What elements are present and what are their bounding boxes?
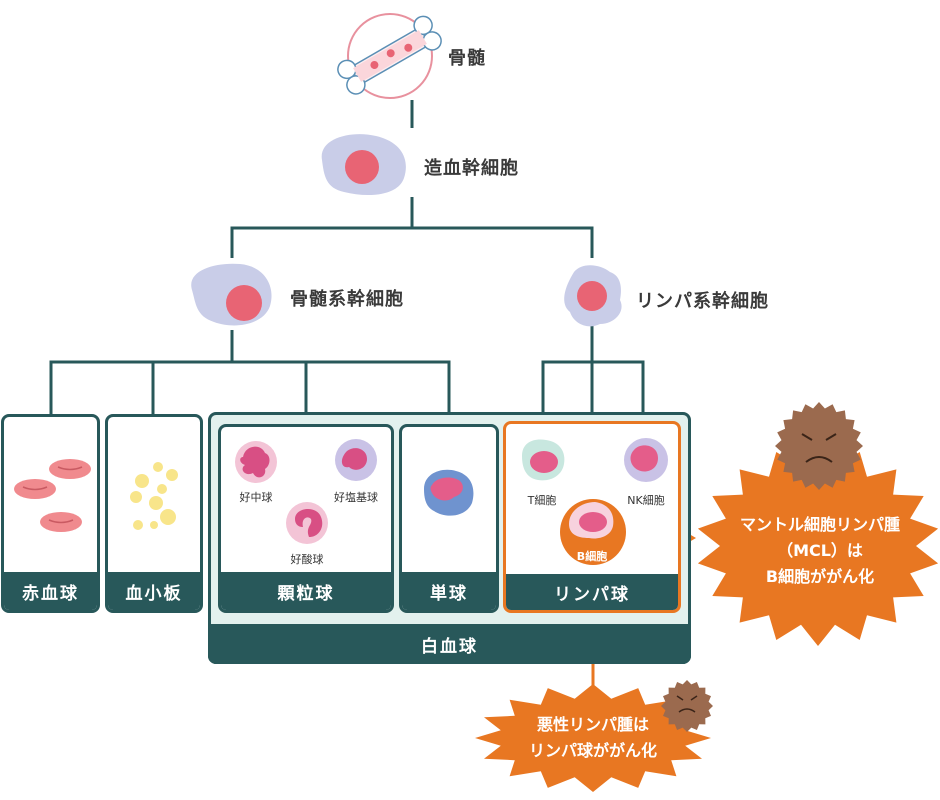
- lymphoid-stem-cell-label: リンパ系幹細胞: [636, 291, 769, 312]
- tree-connectors: [49, 100, 645, 500]
- nk-cell-icon: [624, 438, 668, 482]
- basophil-icon: [335, 439, 377, 481]
- lymphoma-callout-line1: 悪性リンパ腫は: [536, 715, 649, 734]
- lymphocyte-label: リンパ球: [506, 574, 678, 610]
- mcl-callout-line2: （MCL）は: [777, 541, 863, 560]
- red-blood-cell-label: 赤血球: [4, 572, 97, 610]
- white-blood-cell-label: 白血球: [208, 624, 691, 664]
- mcl-callout-text: マントル細胞リンパ腫 （MCL）は B細胞ががん化: [715, 512, 925, 590]
- lymphoid-stem-cell-icon: [564, 265, 622, 327]
- b-cell-icon: [560, 499, 626, 565]
- monocyte-icon: [424, 469, 474, 516]
- eosinophil-icon: [286, 502, 328, 544]
- basophil-label: 好塩基球: [334, 491, 378, 504]
- monocyte-box: 単球: [399, 424, 499, 613]
- granulocyte-icons: [235, 439, 377, 544]
- lymphoma-callout-text: 悪性リンパ腫は リンパ球ががん化: [500, 712, 686, 764]
- neutrophil-icon: [235, 441, 277, 483]
- bone-marrow-label: 骨髄: [448, 48, 486, 69]
- hematopoietic-stem-cell-icon: [321, 134, 406, 196]
- nk-cell-label: NK細胞: [627, 494, 665, 507]
- granulocyte-label: 顆粒球: [221, 572, 391, 610]
- lymphocyte-icons: [522, 438, 668, 482]
- platelet-label: 血小板: [108, 572, 200, 610]
- red-blood-cell-icon: [14, 459, 91, 532]
- eosinophil-label: 好酸球: [290, 553, 324, 566]
- platelet-box: 血小板: [105, 414, 203, 613]
- myeloid-stem-cell-label: 骨髄系幹細胞: [290, 289, 404, 310]
- mcl-callout-line3: B細胞ががん化: [765, 567, 875, 586]
- lymphoma-callout-line2: リンパ球ががん化: [528, 741, 657, 760]
- bone-marrow-icon: [337, 13, 442, 99]
- mcl-callout-burst: [622, 402, 939, 646]
- monocyte-label: 単球: [402, 572, 496, 610]
- neutrophil-label: 好中球: [239, 491, 273, 504]
- t-cell-label: T細胞: [527, 494, 557, 507]
- t-cell-icon: [522, 439, 565, 481]
- granulocyte-box: 好中球 好塩基球 好酸球 顆粒球: [218, 424, 394, 613]
- myeloid-stem-cell-icon: [191, 263, 272, 326]
- mcl-callout-line1: マントル細胞リンパ腫: [739, 515, 900, 534]
- red-blood-cell-box: 赤血球: [1, 414, 100, 613]
- platelet-icon: [130, 462, 178, 530]
- b-cell-label: B細胞: [576, 550, 608, 563]
- hematopoietic-stem-cell-label: 造血幹細胞: [424, 158, 519, 179]
